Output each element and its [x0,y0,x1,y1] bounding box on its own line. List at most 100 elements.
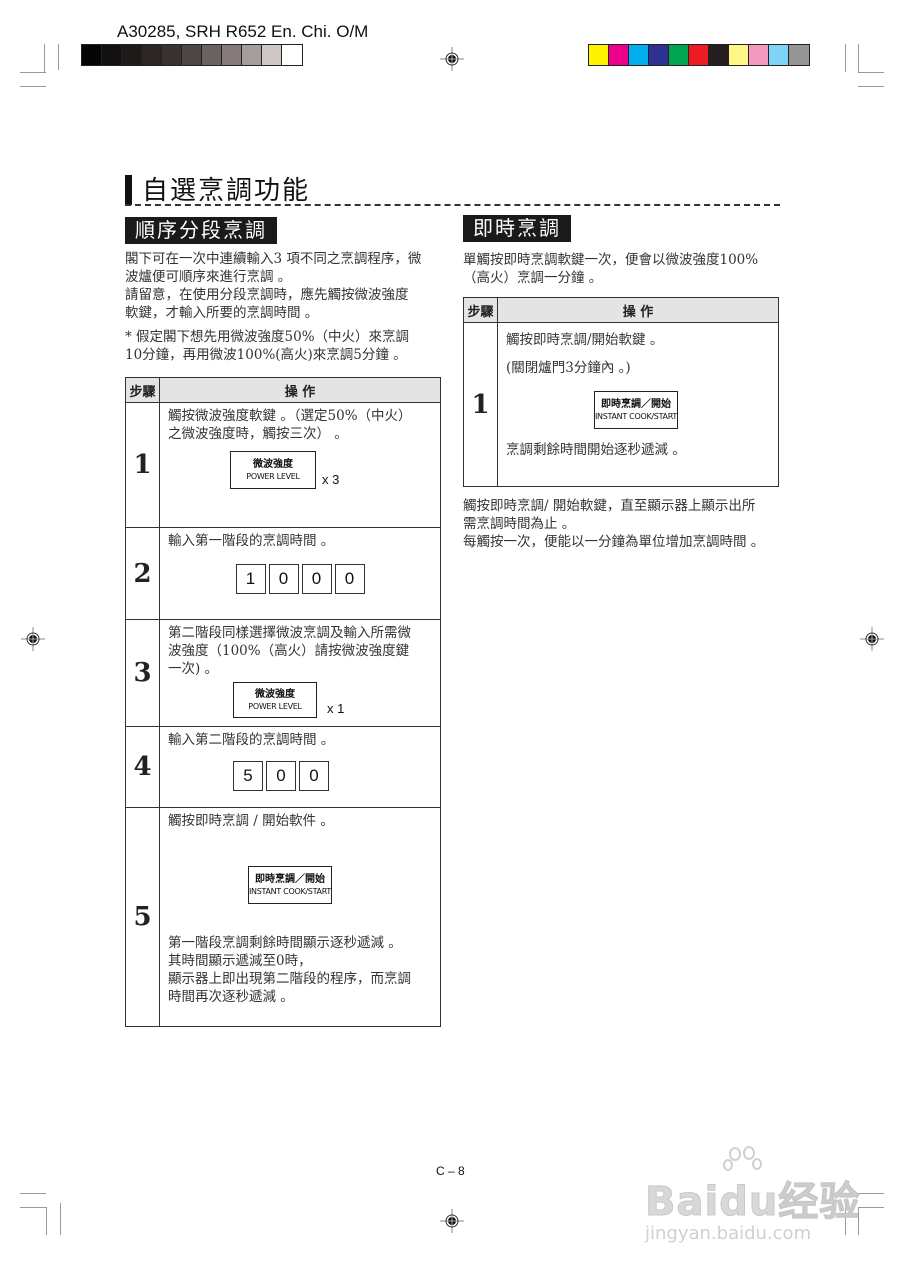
key-label-zh: 微波強度 [255,689,295,700]
example-line: 10分鐘，再用微波100%(高火)來烹調5分鐘 。 [125,347,407,363]
column-header-operation: 操 作 [159,377,441,403]
crop-mark [858,44,859,72]
calibration-swatch [789,45,809,65]
intro-line: 請留意，在使用分段烹調時，應先觸按微波強度 [125,287,409,303]
registration-mark-icon [860,627,884,651]
section-label-instant-cook: 即時烹調 [463,215,571,242]
step-text: 觸按即時烹調/開始軟鍵 。 [506,332,664,348]
step-text: 波強度（100%（高火）請按微波強度鍵 [168,643,410,659]
crop-mark [858,1207,884,1208]
right-section-header: 即時烹調 [463,212,571,242]
step-text: 觸按即時烹調 / 開始軟件 。 [168,813,334,829]
section-label-sequential-cooking: 順序分段烹調 [125,217,277,244]
color-calibration-strip [588,44,810,66]
table-row: 5 觸按即時烹調 / 開始軟件 。 即時烹調／開始 INSTANT COOK/S… [125,807,441,1027]
calibration-swatch [142,45,162,65]
calibration-swatch [669,45,689,65]
press-count: x 1 [327,701,345,716]
digit-box: 5 [233,761,263,791]
press-count: x 3 [322,472,340,487]
table-row: 3 第二階段同樣選擇微波烹調及輸入所需微 波強度（100%（高火）請按微波強度鍵… [125,619,441,727]
crop-mark [60,1203,61,1235]
key-label-zh: 即時烹調／開始 [255,874,325,885]
right-intro: 單觸按即時烹調軟鍵一次，便會以微波強度100% （高火）烹調一分鐘 。 [463,251,783,287]
step-number: 3 [125,619,160,727]
step-number: 1 [463,322,498,487]
table-row: 2 輸入第一階段的烹調時間 。 1 0 0 0 [125,527,441,620]
registration-mark-icon [440,47,464,71]
power-level-key: 微波強度 POWER LEVEL [230,451,316,489]
key-label-zh: 即時烹調／開始 [601,399,671,410]
step-text: 其時間顯示遞減至0時， [168,953,312,969]
crop-mark [858,72,884,73]
calibration-swatch [182,45,202,65]
table-row: 4 輸入第二階段的烹調時間 。 5 0 0 [125,726,441,808]
key-label-zh: 微波強度 [253,459,293,470]
baidu-watermark: Baidu经验 jingyan.baidu.com [644,1145,861,1244]
column-header-step: 步驟 [463,297,498,323]
digit-box: 0 [299,761,329,791]
step-number: 1 [125,402,160,528]
calibration-swatch [589,45,609,65]
digit-box: 0 [301,564,332,594]
calibration-swatch [769,45,789,65]
calibration-swatch [709,45,729,65]
digit-box: 1 [235,564,266,594]
table-header-row: 步驟 操 作 [125,377,441,403]
calibration-swatch [729,45,749,65]
page-number: C – 8 [436,1164,465,1178]
left-example: * 假定閣下想先用微波強度50%（中火）來烹調 10分鐘，再用微波100%(高火… [125,328,445,364]
instant-cook-start-key: 即時烹調／開始 INSTANT COOK/START [594,391,678,429]
calibration-swatch [649,45,669,65]
left-intro: 閣下可在一次中連續輸入3 項不同之烹調程序，微 波爐便可順序來進行烹調 。 請留… [125,250,445,322]
watermark-brand: Baidu经验 [644,1179,861,1226]
digit-box: 0 [334,564,365,594]
sequential-cooking-steps-table: 步驟 操 作 1 觸按微波強度軟鍵 。（選定50%（中火） 之微波強度時，觸按三… [125,377,441,1027]
step-text: 輸入第二階段的烹調時間 。 [168,732,335,748]
step-operation: 觸按即時烹調/開始軟鍵 。 (關閉爐門3分鐘內 。) 即時烹調／開始 INSTA… [497,322,779,487]
calibration-swatch [242,45,262,65]
column-header-operation: 操 作 [497,297,779,323]
calibration-swatch [82,45,102,65]
step-number: 2 [125,527,160,620]
calibration-swatch [102,45,122,65]
crop-mark [44,44,45,72]
crop-mark [858,1193,884,1194]
calibration-swatch [262,45,282,65]
calibration-swatch [282,45,302,65]
crop-mark [58,44,59,70]
step-number: 5 [125,807,160,1027]
digit-box: 0 [268,564,299,594]
step-text: 顯示器上即出現第二階段的程序，而烹調 [168,971,411,987]
calibration-swatch [222,45,242,65]
intro-line: 閣下可在一次中連續輸入3 項不同之烹調程序，微 [125,251,422,267]
note-line: 每觸按一次，便能以一分鐘為單位增加烹調時間 。 [463,534,765,550]
calibration-swatch [162,45,182,65]
table-header-row: 步驟 操 作 [463,297,779,323]
crop-mark [858,1207,859,1235]
step-text: 時間再次逐秒遞減 。 [168,989,294,1005]
key-label-en: INSTANT COOK/START [595,412,677,421]
time-digits-display: 5 0 0 [168,761,432,791]
column-header-step: 步驟 [125,377,160,403]
crop-mark [20,86,46,87]
crop-mark [20,72,46,73]
calibration-swatch [609,45,629,65]
table-row: 1 觸按微波強度軟鍵 。（選定50%（中火） 之微波強度時，觸按三次） 。 微波… [125,402,441,528]
crop-mark [858,86,884,87]
right-notes: 觸按即時烹調/ 開始軟鍵，直至顯示器上顯示出所 需烹調時間為止 。 每觸按一次，… [463,497,783,551]
step-text: 第一階段烹調剩餘時間顯示逐秒遞減 。 [168,935,402,951]
paw-icon [723,1146,762,1171]
instant-cook-steps-table: 步驟 操 作 1 觸按即時烹調/開始軟鍵 。 (關閉爐門3分鐘內 。) 即時烹調… [463,297,779,487]
registration-mark-icon [440,1209,464,1233]
calibration-swatch [629,45,649,65]
step-number: 4 [125,726,160,808]
table-row: 1 觸按即時烹調/開始軟鍵 。 (關閉爐門3分鐘內 。) 即時烹調／開始 INS… [463,322,779,487]
calibration-swatch [689,45,709,65]
title-divider [125,204,780,206]
watermark-url: jingyan.baidu.com [645,1223,812,1244]
example-line: * 假定閣下想先用微波強度50%（中火）來烹調 [125,329,410,345]
step-operation: 第二階段同樣選擇微波烹調及輸入所需微 波強度（100%（高火）請按微波強度鍵 一… [159,619,441,727]
left-section-header: 順序分段烹調 [125,214,277,244]
crop-mark [20,1193,46,1194]
